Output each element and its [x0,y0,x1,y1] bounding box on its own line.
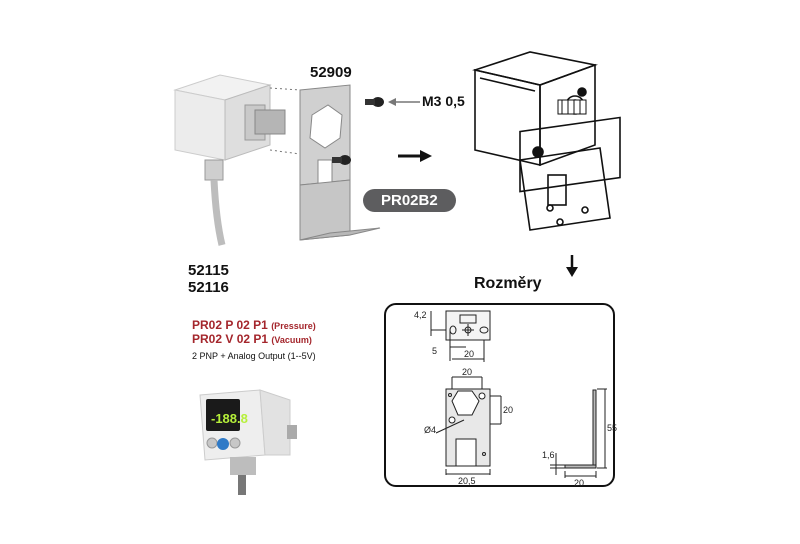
arrow-down-icon [566,255,578,277]
dim-side-20: 20 [574,478,584,488]
assembled-sensor-drawing [472,51,621,231]
bracket-model-badge: PR02B2 [363,189,456,212]
sensor-display-readout: -188.8 [211,411,248,426]
bracket-code: 52909 [310,64,352,81]
sensor-code-2: 52116 [188,279,229,296]
model-type: (Pressure) [271,321,316,331]
dim-top-20: 20 [464,349,474,359]
dim-top-4-2: 4,2 [414,310,427,320]
output-spec: 2 PNP + Analog Output (1--5V) [192,351,316,361]
screw-icon [332,97,384,165]
dim-side-55: 55 [607,423,617,433]
dim-side-1-6: 1,6 [542,450,555,460]
sensor-body [173,74,286,246]
model-name: PR02 V 02 P1 [192,332,269,346]
bracket [299,84,381,241]
sensor-exploded-illustration [173,74,384,246]
dim-front-20-5: 20,5 [458,476,476,486]
dim-top-5: 5 [432,346,437,356]
dimension-drawings: 4,2 5 20 20 20 Ø4 20,5 1,6 55 20 [414,310,617,488]
dim-front-height-20: 20 [503,405,513,415]
dimensions-title: Rozměry [474,275,542,292]
arrow-right-icon [398,150,432,162]
model-pressure: PR02 P 02 P1 (Pressure) [192,318,316,332]
model-type: (Vacuum) [271,335,312,345]
model-vacuum: PR02 V 02 P1 (Vacuum) [192,332,312,346]
sensor-product-photo: -188.8 [199,389,297,495]
dim-front-width-20: 20 [462,367,472,377]
model-name: PR02 P 02 P1 [192,318,268,332]
arrow-left-icon [388,98,420,106]
dim-front-hole: Ø4 [424,425,436,435]
sensor-code-1: 52115 [188,262,229,279]
screw-spec: M3 0,5 [422,93,465,109]
dimensions-panel [384,303,615,487]
